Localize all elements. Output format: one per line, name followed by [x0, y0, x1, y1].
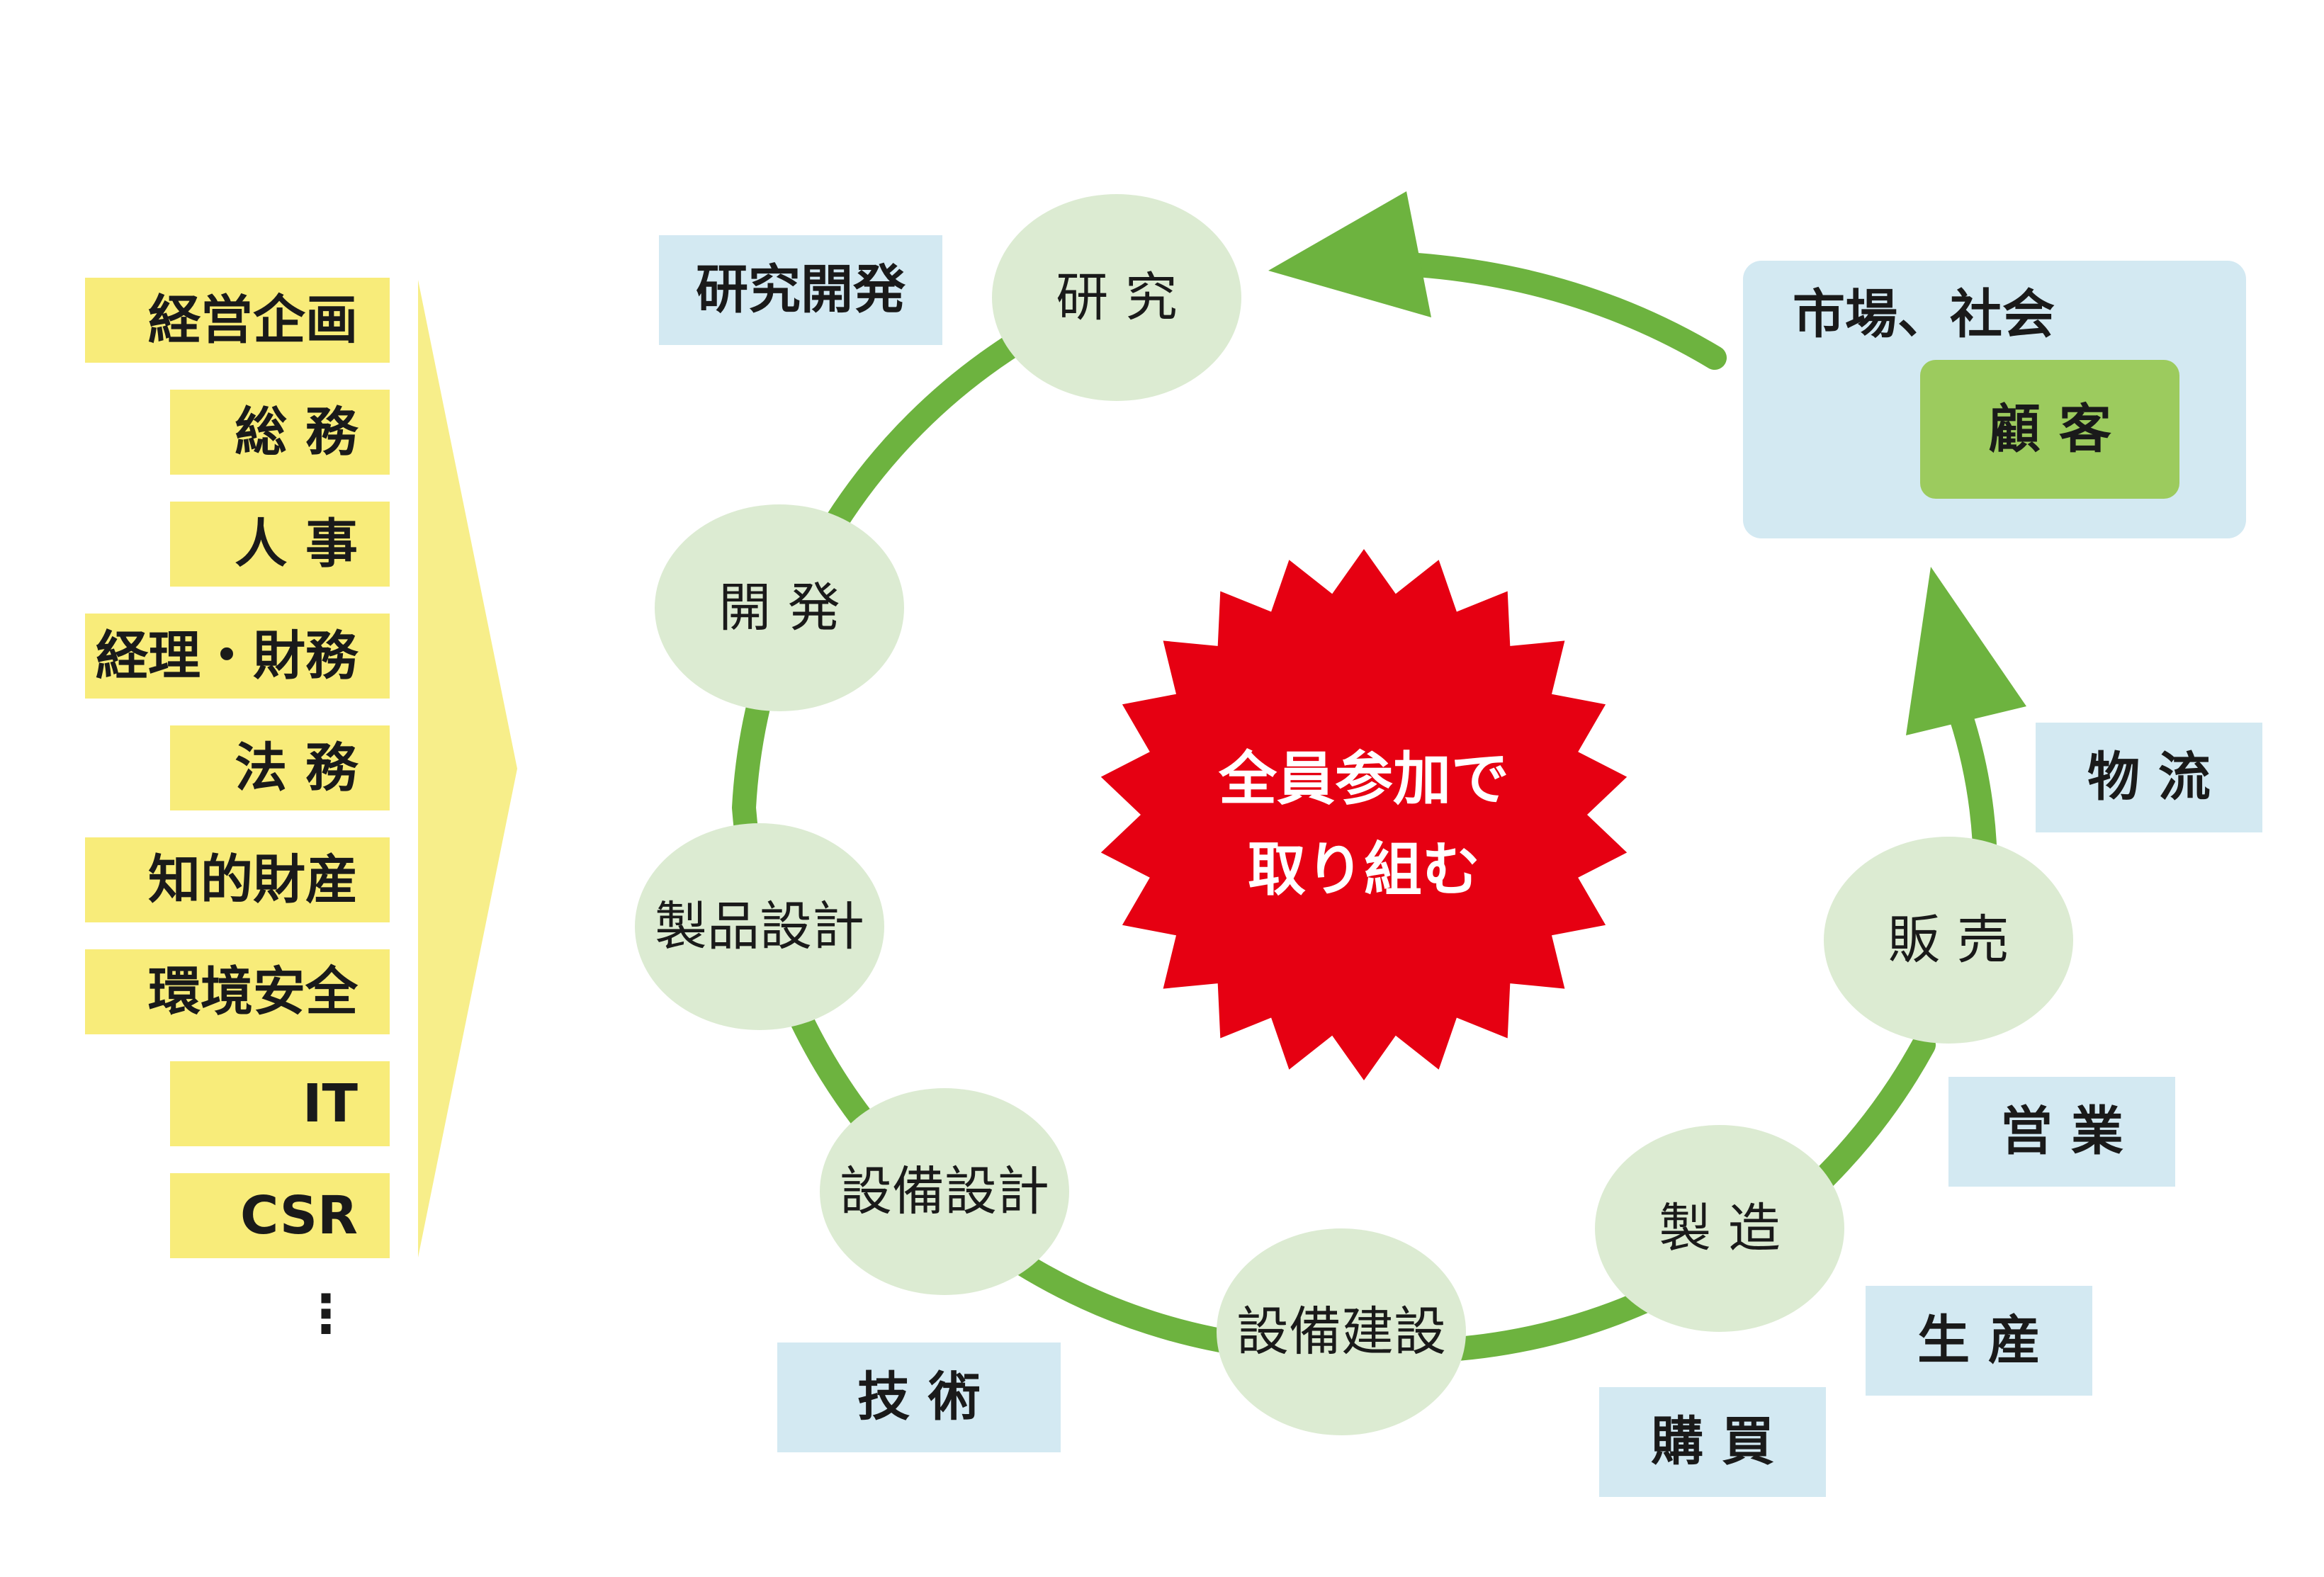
function-label: 購 買 [1651, 1411, 1774, 1472]
center-text-line1: 全員参加で [1218, 746, 1509, 813]
center-text-line2: 取り組む [1248, 837, 1480, 904]
ring-segment-upper [1384, 251, 1727, 370]
function-rnd: 研究開発 [659, 235, 942, 345]
stage-label: 製 造 [1659, 1198, 1781, 1259]
department-label: 人 事 [235, 514, 358, 575]
stage-label: 製品設計 [655, 896, 864, 957]
department-item: 経理・財務 [85, 614, 390, 699]
stage-sales: 販 売 [1824, 837, 2073, 1044]
department-label: 総 務 [235, 402, 359, 463]
function-label: 生 産 [1917, 1310, 2041, 1371]
function-label: 営 業 [2000, 1101, 2123, 1162]
stage-label: 販 売 [1888, 910, 2009, 971]
customer-label: 顧 客 [1988, 399, 2111, 460]
market-label: 市場、社会 [1793, 284, 2055, 345]
cycle-arrowhead-top [1268, 191, 1431, 317]
market-society-box: 市場、社会 顧 客 [1743, 261, 2246, 538]
stage-product-design: 製品設計 [635, 823, 884, 1030]
stage-label: 設備建設 [1236, 1301, 1446, 1362]
stage-development: 開 発 [655, 504, 904, 711]
department-label: 経理・財務 [96, 626, 359, 686]
department-item: IT [170, 1061, 390, 1146]
function-labels: 研究開発 技 術 購 買 生 産 営 業 物 流 [659, 235, 2262, 1497]
department-item: 環境安全 [85, 949, 390, 1034]
department-item: 経営企画 [85, 278, 390, 363]
function-label: 技 術 [857, 1367, 981, 1428]
function-label: 研究開発 [696, 259, 906, 320]
stage-equipment-design: 設備設計 [820, 1088, 1069, 1295]
function-production: 生 産 [1866, 1286, 2092, 1396]
function-engineering: 技 術 [777, 1343, 1061, 1452]
function-purchasing: 購 買 [1599, 1387, 1826, 1497]
stage-equipment-construction: 設備建設 [1217, 1228, 1466, 1435]
department-list: 経営企画 総 務 人 事 経理・財務 法 務 知的財産 環境安全 IT [85, 278, 390, 1345]
function-sales: 営 業 [1948, 1077, 2175, 1187]
departments-arrow [418, 280, 517, 1257]
department-label: IT [303, 1073, 359, 1134]
department-label: CSR [240, 1185, 358, 1246]
department-label: 法 務 [235, 737, 359, 798]
stage-manufacturing: 製 造 [1595, 1125, 1844, 1332]
department-label: 知的財産 [148, 849, 358, 910]
function-logistics: 物 流 [2036, 723, 2262, 832]
customer-box: 顧 客 [1920, 360, 2179, 499]
stage-label: 開 発 [718, 577, 840, 638]
department-item: CSR [170, 1173, 390, 1258]
department-item: 法 務 [170, 725, 390, 810]
department-item: 知的財産 [85, 837, 390, 922]
stage-research: 研 究 [992, 194, 1241, 401]
department-label: 経営企画 [148, 290, 358, 351]
department-item: 人 事 [170, 502, 390, 587]
department-label: 環境安全 [148, 961, 359, 1022]
function-label: 物 流 [2087, 747, 2211, 808]
stage-label: 研 究 [1056, 267, 1178, 328]
department-item: 総 務 [170, 390, 390, 475]
stage-label: 設備設計 [840, 1161, 1049, 1222]
center-burst [1100, 549, 1628, 1080]
departments-more: ⋮ [300, 1284, 352, 1345]
process-stages: 研 究 開 発 製品設計 設備設計 設備建設 製 造 販 売 [635, 194, 2073, 1435]
cycle-arrowhead-right [1906, 567, 2026, 735]
